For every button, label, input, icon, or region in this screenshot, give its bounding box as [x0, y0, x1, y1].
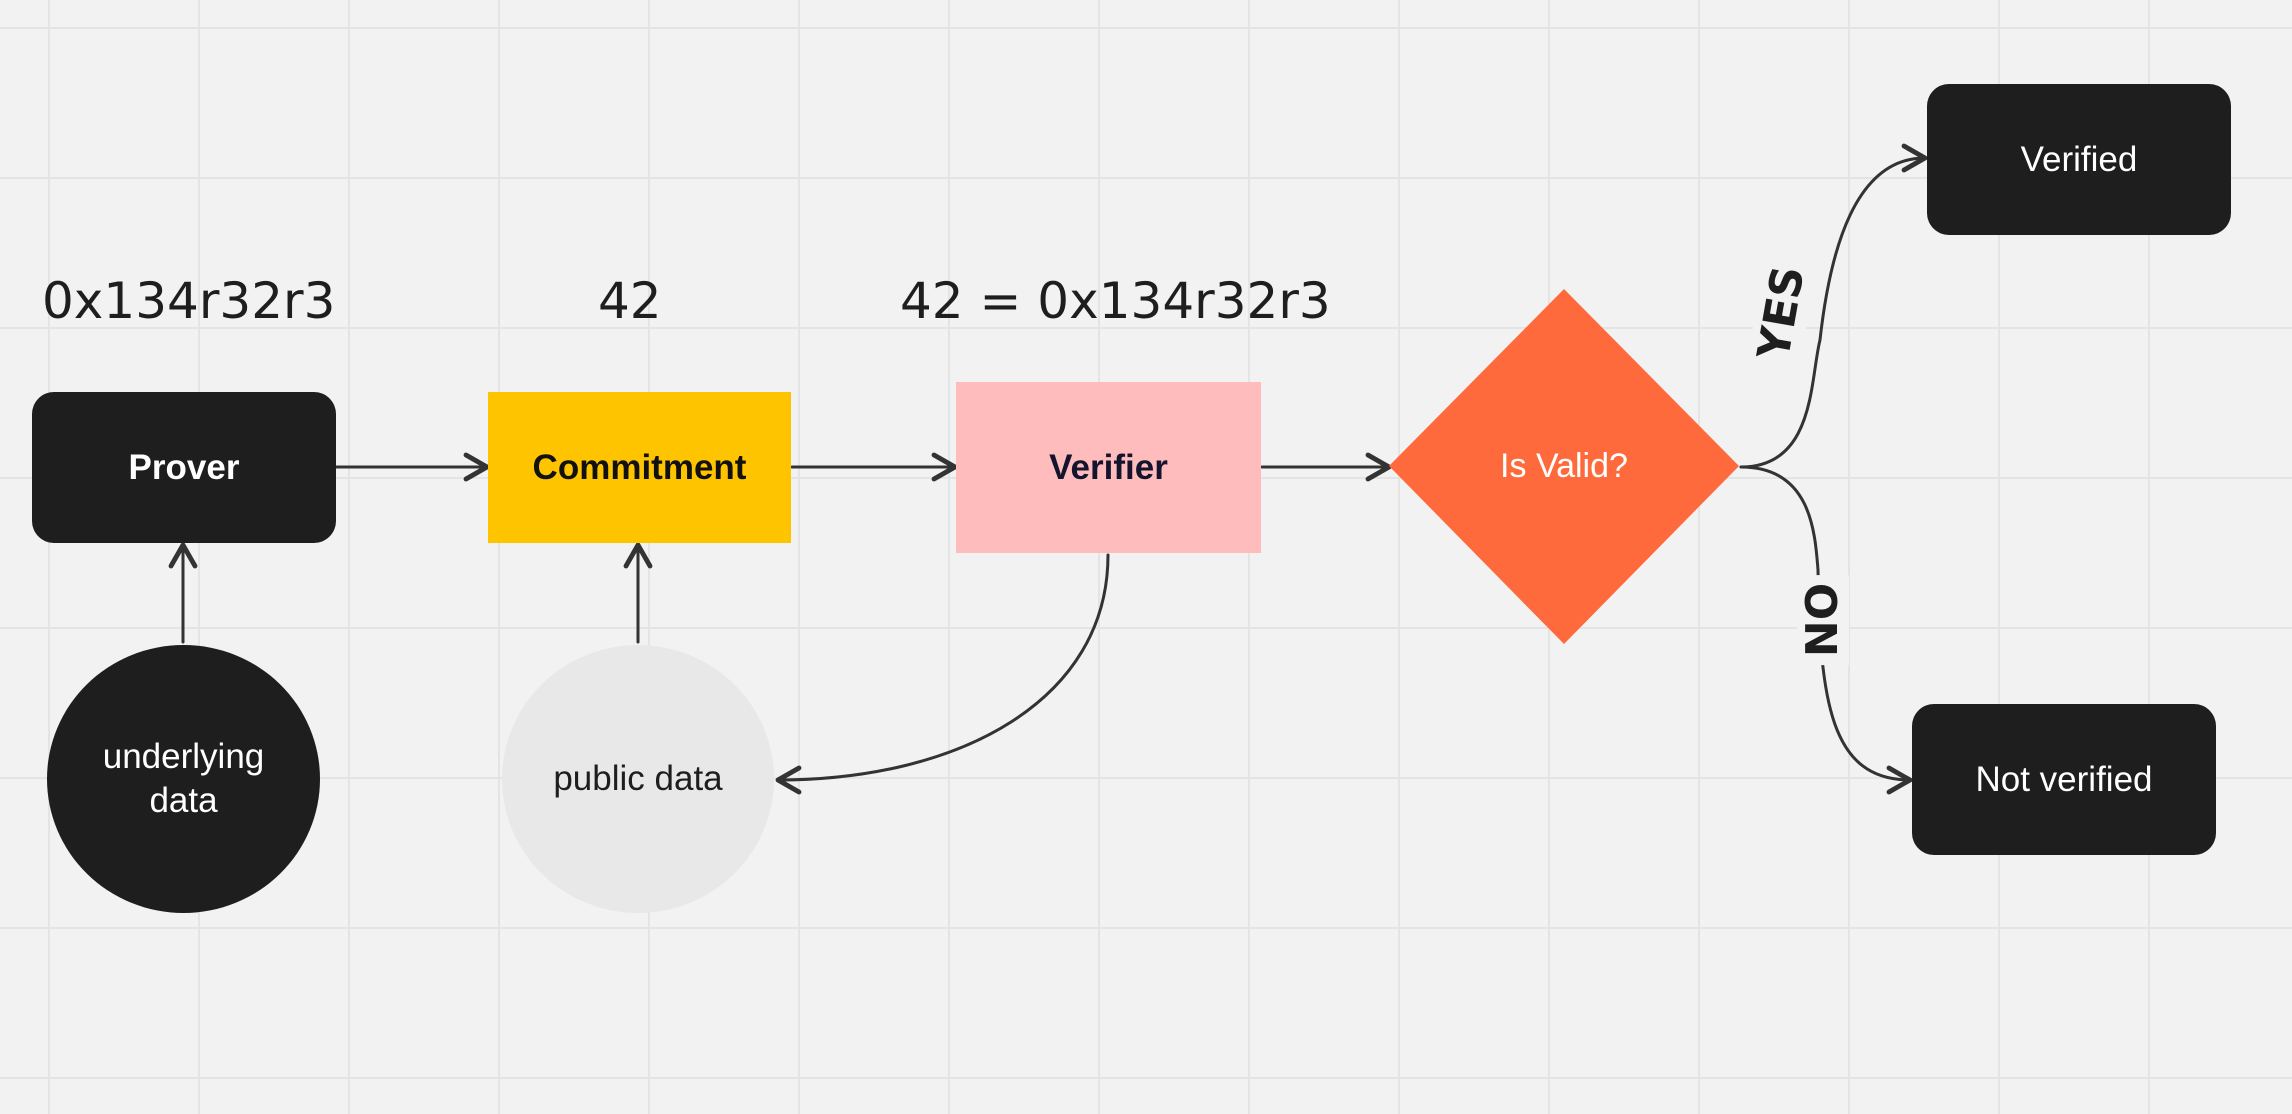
- prover-node[interactable]: Prover: [32, 392, 336, 543]
- verifier-label: Verifier: [1049, 447, 1168, 487]
- decision-diamond-shape: [1389, 289, 1739, 644]
- prover-value-text: 0x134r32r3: [42, 272, 336, 330]
- public-data-label: public data: [553, 759, 723, 798]
- verifier-node[interactable]: Verifier: [956, 382, 1261, 553]
- verifier-value-text: 42 = 0x134r32r3: [900, 272, 1331, 330]
- public-data-node[interactable]: public data: [502, 645, 774, 913]
- underlying-data-label: underlying data: [102, 737, 265, 820]
- not-verified-node[interactable]: Not verified: [1912, 704, 2216, 855]
- verified-label: Verified: [2020, 139, 2138, 179]
- decision-label: Is Valid?: [1500, 447, 1628, 485]
- underlying-data-node[interactable]: underlying data: [47, 645, 320, 913]
- commitment-value-text: 42: [598, 272, 662, 330]
- commitment-label: Commitment: [532, 447, 747, 487]
- prover-label: Prover: [128, 447, 240, 487]
- edge-decision-to-verified: [1739, 143, 1928, 469]
- commitment-node[interactable]: Commitment: [488, 392, 791, 543]
- not-verified-label: Not verified: [1975, 759, 2153, 799]
- edge-verifier-to-public-data: [775, 553, 1110, 795]
- decision-node[interactable]: Is Valid?: [1389, 289, 1739, 644]
- no-branch-label: NO: [1797, 574, 1849, 666]
- verified-node[interactable]: Verified: [1927, 84, 2231, 235]
